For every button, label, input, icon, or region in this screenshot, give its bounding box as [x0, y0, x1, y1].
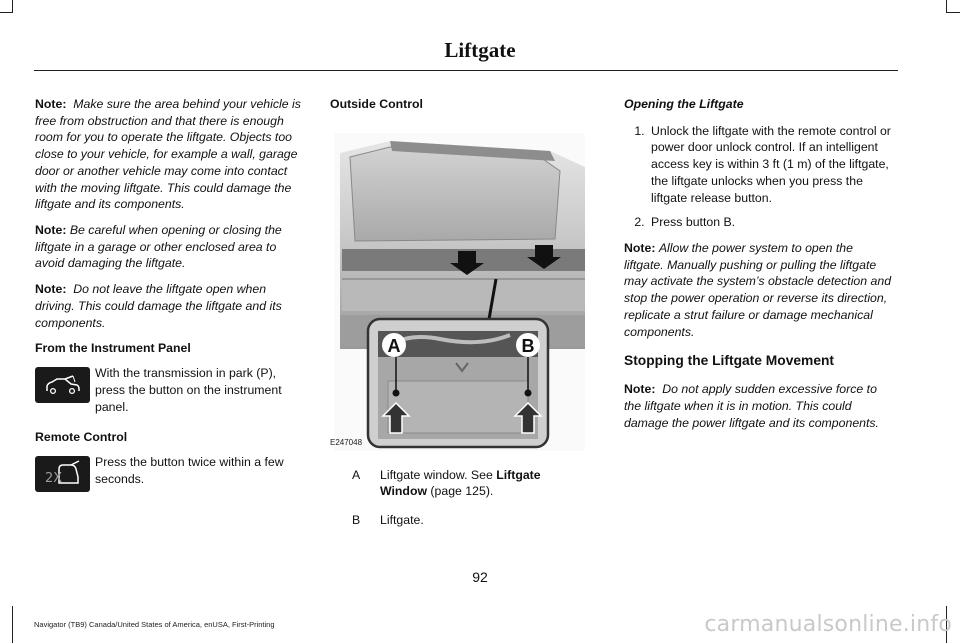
- remote-control-heading: Remote Control: [35, 430, 128, 445]
- header-divider: [34, 70, 898, 71]
- remote-control-row: 2X Press the button twice within a few s…: [35, 454, 307, 492]
- crop-mark: [946, 0, 947, 13]
- svg-text:2X: 2X: [45, 471, 62, 486]
- column-right: Opening the Liftgate Unlock the liftgate…: [624, 96, 896, 440]
- column-middle: Outside Control: [330, 96, 585, 541]
- crop-mark: [947, 12, 960, 13]
- stopping-movement-heading: Stopping the Liftgate Movement: [624, 353, 835, 369]
- callout-a-label: A: [388, 336, 401, 356]
- list-item: Press button B.: [648, 214, 896, 231]
- arrow-indicator: [527, 244, 561, 269]
- remote-liftgate-icon: 2X: [35, 455, 90, 492]
- instrument-panel-heading: From the Instrument Panel: [35, 341, 191, 356]
- liftgate-button-icon: [35, 367, 90, 404]
- legend-item-a: A Liftgate window. See Liftgate Window (…: [330, 467, 585, 500]
- legend-text: Liftgate window. See Liftgate Window (pa…: [380, 467, 541, 499]
- legend-key: A: [352, 467, 361, 482]
- opening-steps: Unlock the liftgate with the remote cont…: [624, 123, 896, 231]
- figure-legend: A Liftgate window. See Liftgate Window (…: [330, 467, 585, 529]
- note-enclosed-area: Note: Be careful when opening or closing…: [35, 223, 282, 271]
- page-number: 92: [472, 569, 488, 585]
- legend-key: B: [352, 513, 361, 528]
- crop-mark: [0, 12, 13, 13]
- legend-text: Liftgate.: [380, 513, 424, 528]
- instrument-panel-row: With the transmission in park (P), press…: [35, 365, 307, 415]
- crop-mark: [946, 606, 947, 643]
- vehicle-rear-drawing: A B: [334, 132, 585, 451]
- opening-liftgate-heading: Opening the Liftgate: [624, 97, 744, 111]
- document-info: Navigator (TB9) Canada/United States of …: [34, 620, 275, 629]
- arrow-indicator: [450, 250, 484, 275]
- list-item: Unlock the liftgate with the remote cont…: [648, 123, 896, 207]
- arrow-indicator: [381, 401, 411, 434]
- instrument-panel-text: With the transmission in park (P), press…: [95, 366, 282, 414]
- note-driving: Note: Do not leave the liftgate open whe…: [35, 282, 282, 330]
- crop-mark: [12, 0, 13, 13]
- watermark: carmanualsonline.info: [704, 612, 952, 637]
- figure-id: E247048: [330, 437, 363, 447]
- callout-b-label: B: [522, 336, 535, 356]
- legend-item-b: B Liftgate.: [330, 512, 585, 529]
- remote-control-text: Press the button twice within a few seco…: [95, 454, 284, 486]
- callout-b-bubble: [516, 332, 540, 357]
- note-power-system: Note: Allow the power system to open the…: [624, 241, 892, 339]
- outside-control-heading: Outside Control: [330, 97, 423, 111]
- note-excessive-force: Note: Do not apply sudden excessive forc…: [624, 382, 879, 430]
- callout-a-bubble: [382, 332, 406, 357]
- note-obstruction: Note: Make sure the area behind your veh…: [35, 97, 301, 212]
- arrow-indicator: [513, 401, 543, 434]
- liftgate-window-link[interactable]: Liftgate Window: [380, 467, 541, 499]
- column-left: Note: Make sure the area behind your veh…: [35, 96, 307, 506]
- page-title: Liftgate: [444, 38, 516, 62]
- crop-mark: [12, 606, 13, 643]
- liftgate-illustration: A B E247048: [330, 119, 585, 451]
